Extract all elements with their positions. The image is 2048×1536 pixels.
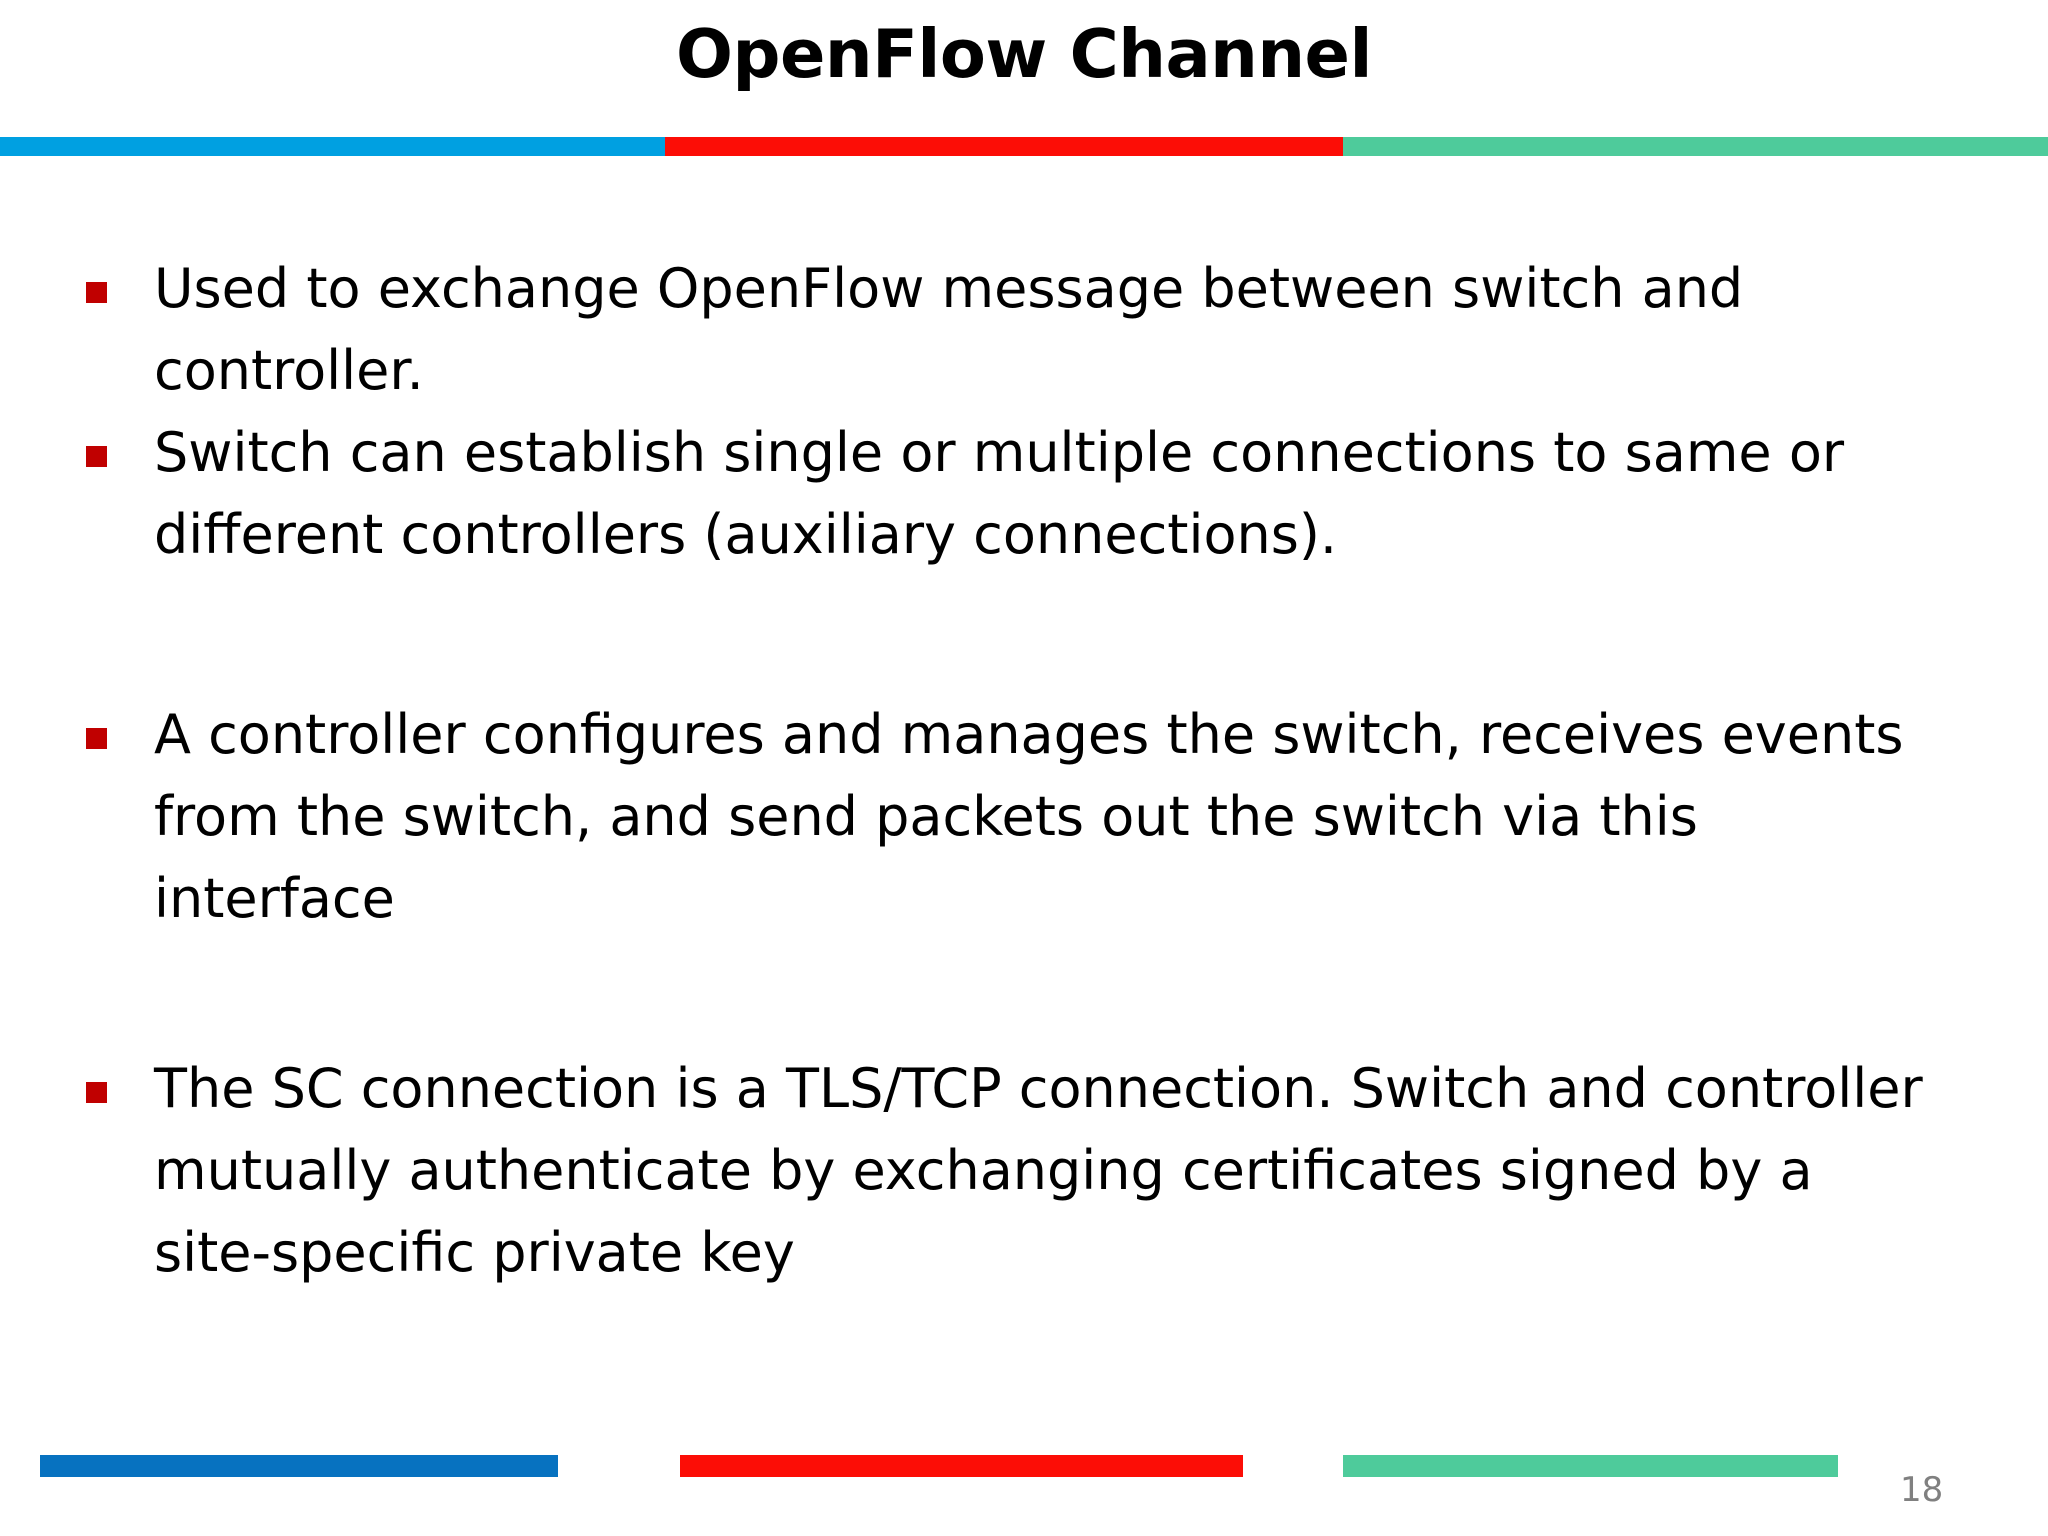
- square-bullet-icon: [86, 446, 107, 467]
- top-rule-segment-green: [1343, 137, 2048, 156]
- list-item: A controller configures and manages the …: [86, 694, 1966, 940]
- list-item: The SC connection is a TLS/TCP connectio…: [86, 1048, 1966, 1294]
- bullet-list: Used to exchange OpenFlow message betwee…: [86, 248, 1966, 1294]
- page-number: 18: [1900, 1470, 1944, 1510]
- spacer: [86, 576, 1966, 694]
- square-bullet-icon: [86, 1082, 107, 1103]
- square-bullet-icon: [86, 282, 107, 303]
- footer-rule-segment-green: [1343, 1455, 1838, 1477]
- top-accent-rule: [0, 137, 2048, 156]
- top-rule-segment-blue: [0, 137, 665, 156]
- list-item-label: Used to exchange OpenFlow message betwee…: [154, 257, 1744, 402]
- footer-rule-segment-red: [680, 1455, 1243, 1477]
- list-item-label: Switch can establish single or multiple …: [154, 421, 1845, 566]
- square-bullet-icon: [86, 728, 107, 749]
- list-item: Used to exchange OpenFlow message betwee…: [86, 248, 1966, 412]
- spacer: [86, 940, 1966, 1048]
- list-item-label: The SC connection is a TLS/TCP connectio…: [154, 1057, 1923, 1284]
- list-item: Switch can establish single or multiple …: [86, 412, 1966, 576]
- footer-accent-rule: [0, 1455, 2048, 1477]
- footer-rule-segment-blue: [40, 1455, 558, 1477]
- page-title: OpenFlow Channel: [676, 15, 1372, 93]
- top-rule-segment-red: [665, 137, 1343, 156]
- list-item-label: A controller configures and manages the …: [154, 703, 1904, 930]
